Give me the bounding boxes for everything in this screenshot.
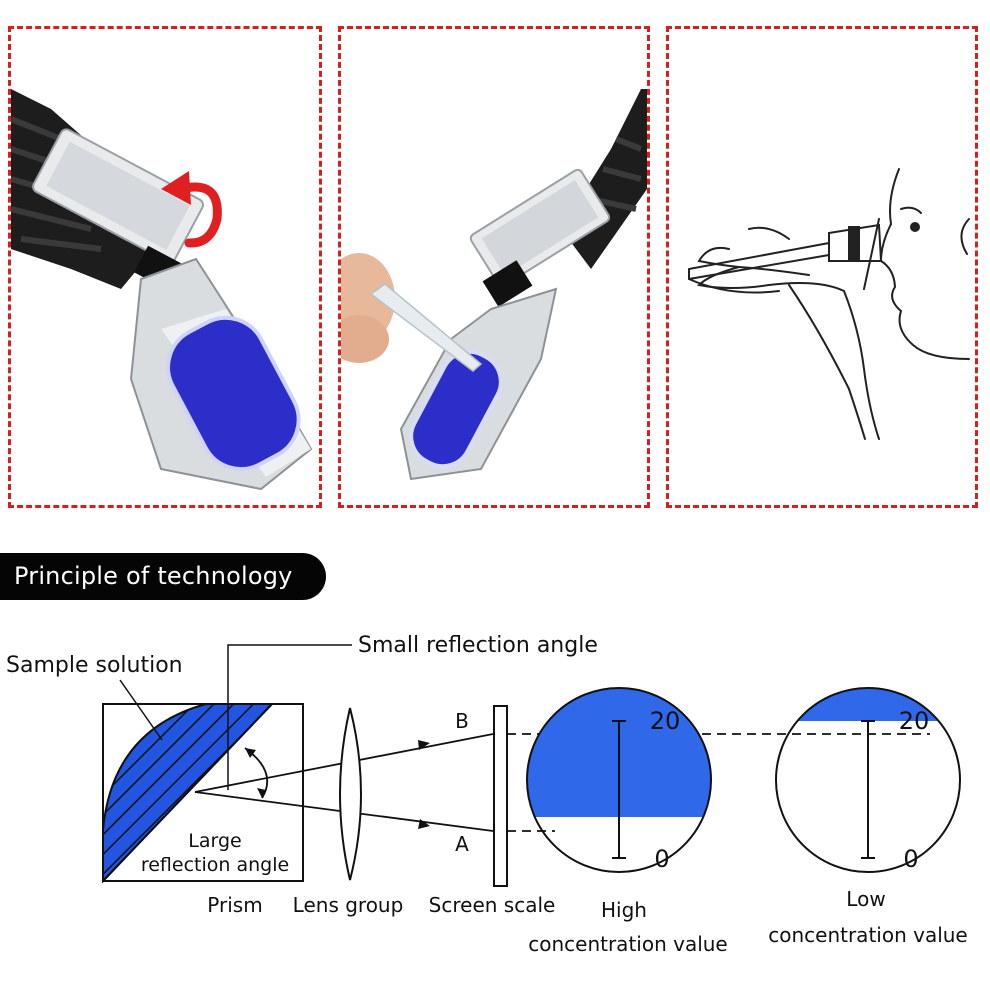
section-banner: Principle of technology [0, 553, 326, 600]
screen-scale-plate [493, 705, 508, 887]
low-caption-line1: Low [846, 887, 885, 911]
label-point-b: B [455, 709, 469, 733]
low-caption-line2: concentration value [768, 923, 968, 947]
label-lens-group: Lens group [293, 893, 404, 917]
refractometer-open-cover-illustration [11, 89, 313, 491]
high-caption-line2: concentration value [528, 932, 728, 956]
low-scale-bottom-label: 0 [903, 845, 918, 873]
principle-diagram: Sample solution Small reflection angle L… [6, 633, 968, 956]
low-concentration-view [776, 688, 960, 721]
lens-group-shape [339, 707, 362, 881]
label-sample-solution: Sample solution [6, 653, 183, 678]
person-viewing-eyepiece-illustration [688, 168, 970, 440]
section-title: Principle of technology [14, 562, 293, 590]
prism-box [102, 703, 304, 882]
label-point-a: A [455, 832, 469, 856]
label-prism: Prism [207, 893, 262, 917]
low-scale-top-label: 20 [899, 707, 930, 735]
step-panel-open-cover [8, 26, 322, 508]
high-caption-line1: High [601, 898, 647, 922]
label-large-reflection-angle-line2: reflection angle [141, 854, 289, 876]
rotate-arrow-icon [176, 182, 222, 248]
low-concentration-fill [776, 688, 960, 721]
label-small-reflection-angle: Small reflection angle [358, 633, 598, 658]
high-scale-bottom-label: 0 [654, 845, 669, 873]
label-large-reflection-angle-line1: Large [188, 830, 241, 852]
step-panel-view-eyepiece [666, 26, 978, 508]
step-panel-apply-sample [338, 26, 650, 508]
high-scale-top-label: 20 [650, 707, 681, 735]
label-screen-scale: Screen scale [429, 893, 556, 917]
refractometer-apply-sample-illustration [341, 89, 647, 481]
